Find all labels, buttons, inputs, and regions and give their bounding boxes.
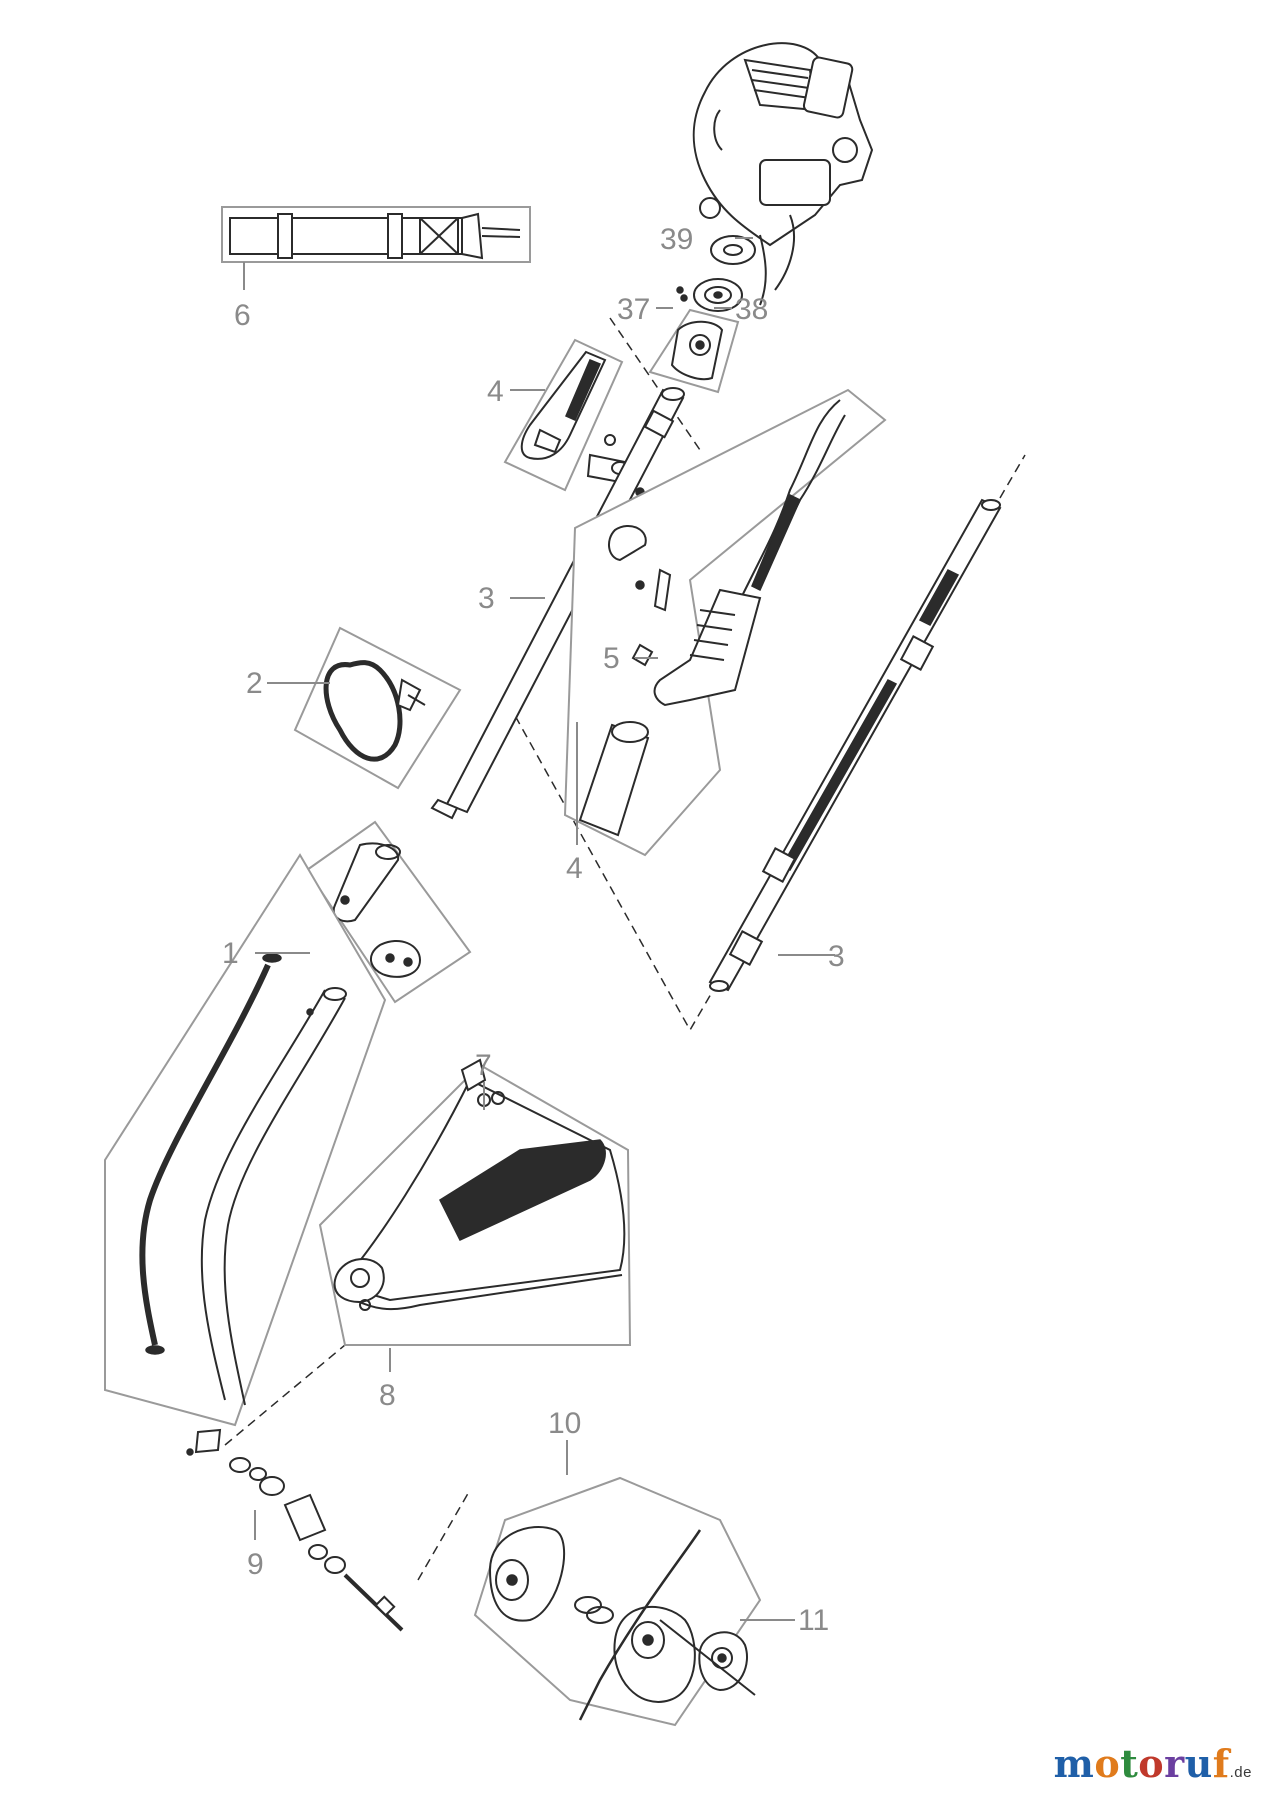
part-37-screw <box>676 286 688 302</box>
part-9-gear-parts <box>186 1428 404 1632</box>
bent-shaft-panel <box>104 853 387 1427</box>
label-part-9: 9 <box>247 1548 264 1581</box>
label-part-3-upper: 3 <box>478 582 495 615</box>
label-part-6: 6 <box>234 299 251 332</box>
label-part-4-upper: 4 <box>487 375 504 408</box>
part-38-clutch-drum <box>693 278 743 312</box>
part-labels: 39 37 38 6 4 3 2 5 4 1 3 7 8 10 9 11 <box>222 223 845 1637</box>
label-part-38: 38 <box>735 293 768 326</box>
watermark-letter: t <box>1120 1741 1139 1786</box>
label-part-39: 39 <box>660 223 693 256</box>
watermark-letter: u <box>1184 1741 1213 1786</box>
label-part-1: 1 <box>222 937 239 970</box>
label-part-8: 8 <box>379 1379 396 1412</box>
part-39-washer <box>710 235 756 265</box>
label-part-11: 11 <box>798 1604 829 1637</box>
leader-lines <box>243 237 835 1621</box>
watermark-letter: m <box>1053 1741 1095 1786</box>
watermark-letter: f <box>1212 1741 1230 1786</box>
engine-housing <box>692 42 874 306</box>
part-2-loop-handle <box>293 626 462 790</box>
label-part-10: 10 <box>548 1407 581 1440</box>
motoruf-watermark: motoruf.de <box>1054 1741 1252 1786</box>
watermark-suffix: .de <box>1229 1764 1252 1781</box>
label-part-7: 7 <box>475 1049 492 1082</box>
watermark-letter: o <box>1138 1741 1165 1786</box>
part-10-trimmer-head-panel <box>473 1476 762 1727</box>
part-1-clamp <box>305 820 472 1004</box>
label-part-3-lower: 3 <box>828 940 845 973</box>
clutch-housing-panel <box>648 308 740 394</box>
label-part-4-lower: 4 <box>566 852 583 885</box>
watermark-letter: o <box>1094 1741 1121 1786</box>
front-handle-panel <box>563 388 887 857</box>
watermark-letter: r <box>1164 1741 1185 1786</box>
part-6-shoulder-strap <box>221 206 531 263</box>
part-8-grass-guard <box>318 1063 632 1346</box>
label-part-5: 5 <box>603 642 620 675</box>
part-4-throttle-handle <box>503 338 624 492</box>
part-3-drive-shaft <box>708 498 1002 992</box>
part-3-upper-shaft-tube <box>430 387 685 820</box>
part-11-spool-knob <box>659 1619 756 1696</box>
label-part-2: 2 <box>246 667 263 700</box>
label-part-37: 37 <box>617 293 650 326</box>
